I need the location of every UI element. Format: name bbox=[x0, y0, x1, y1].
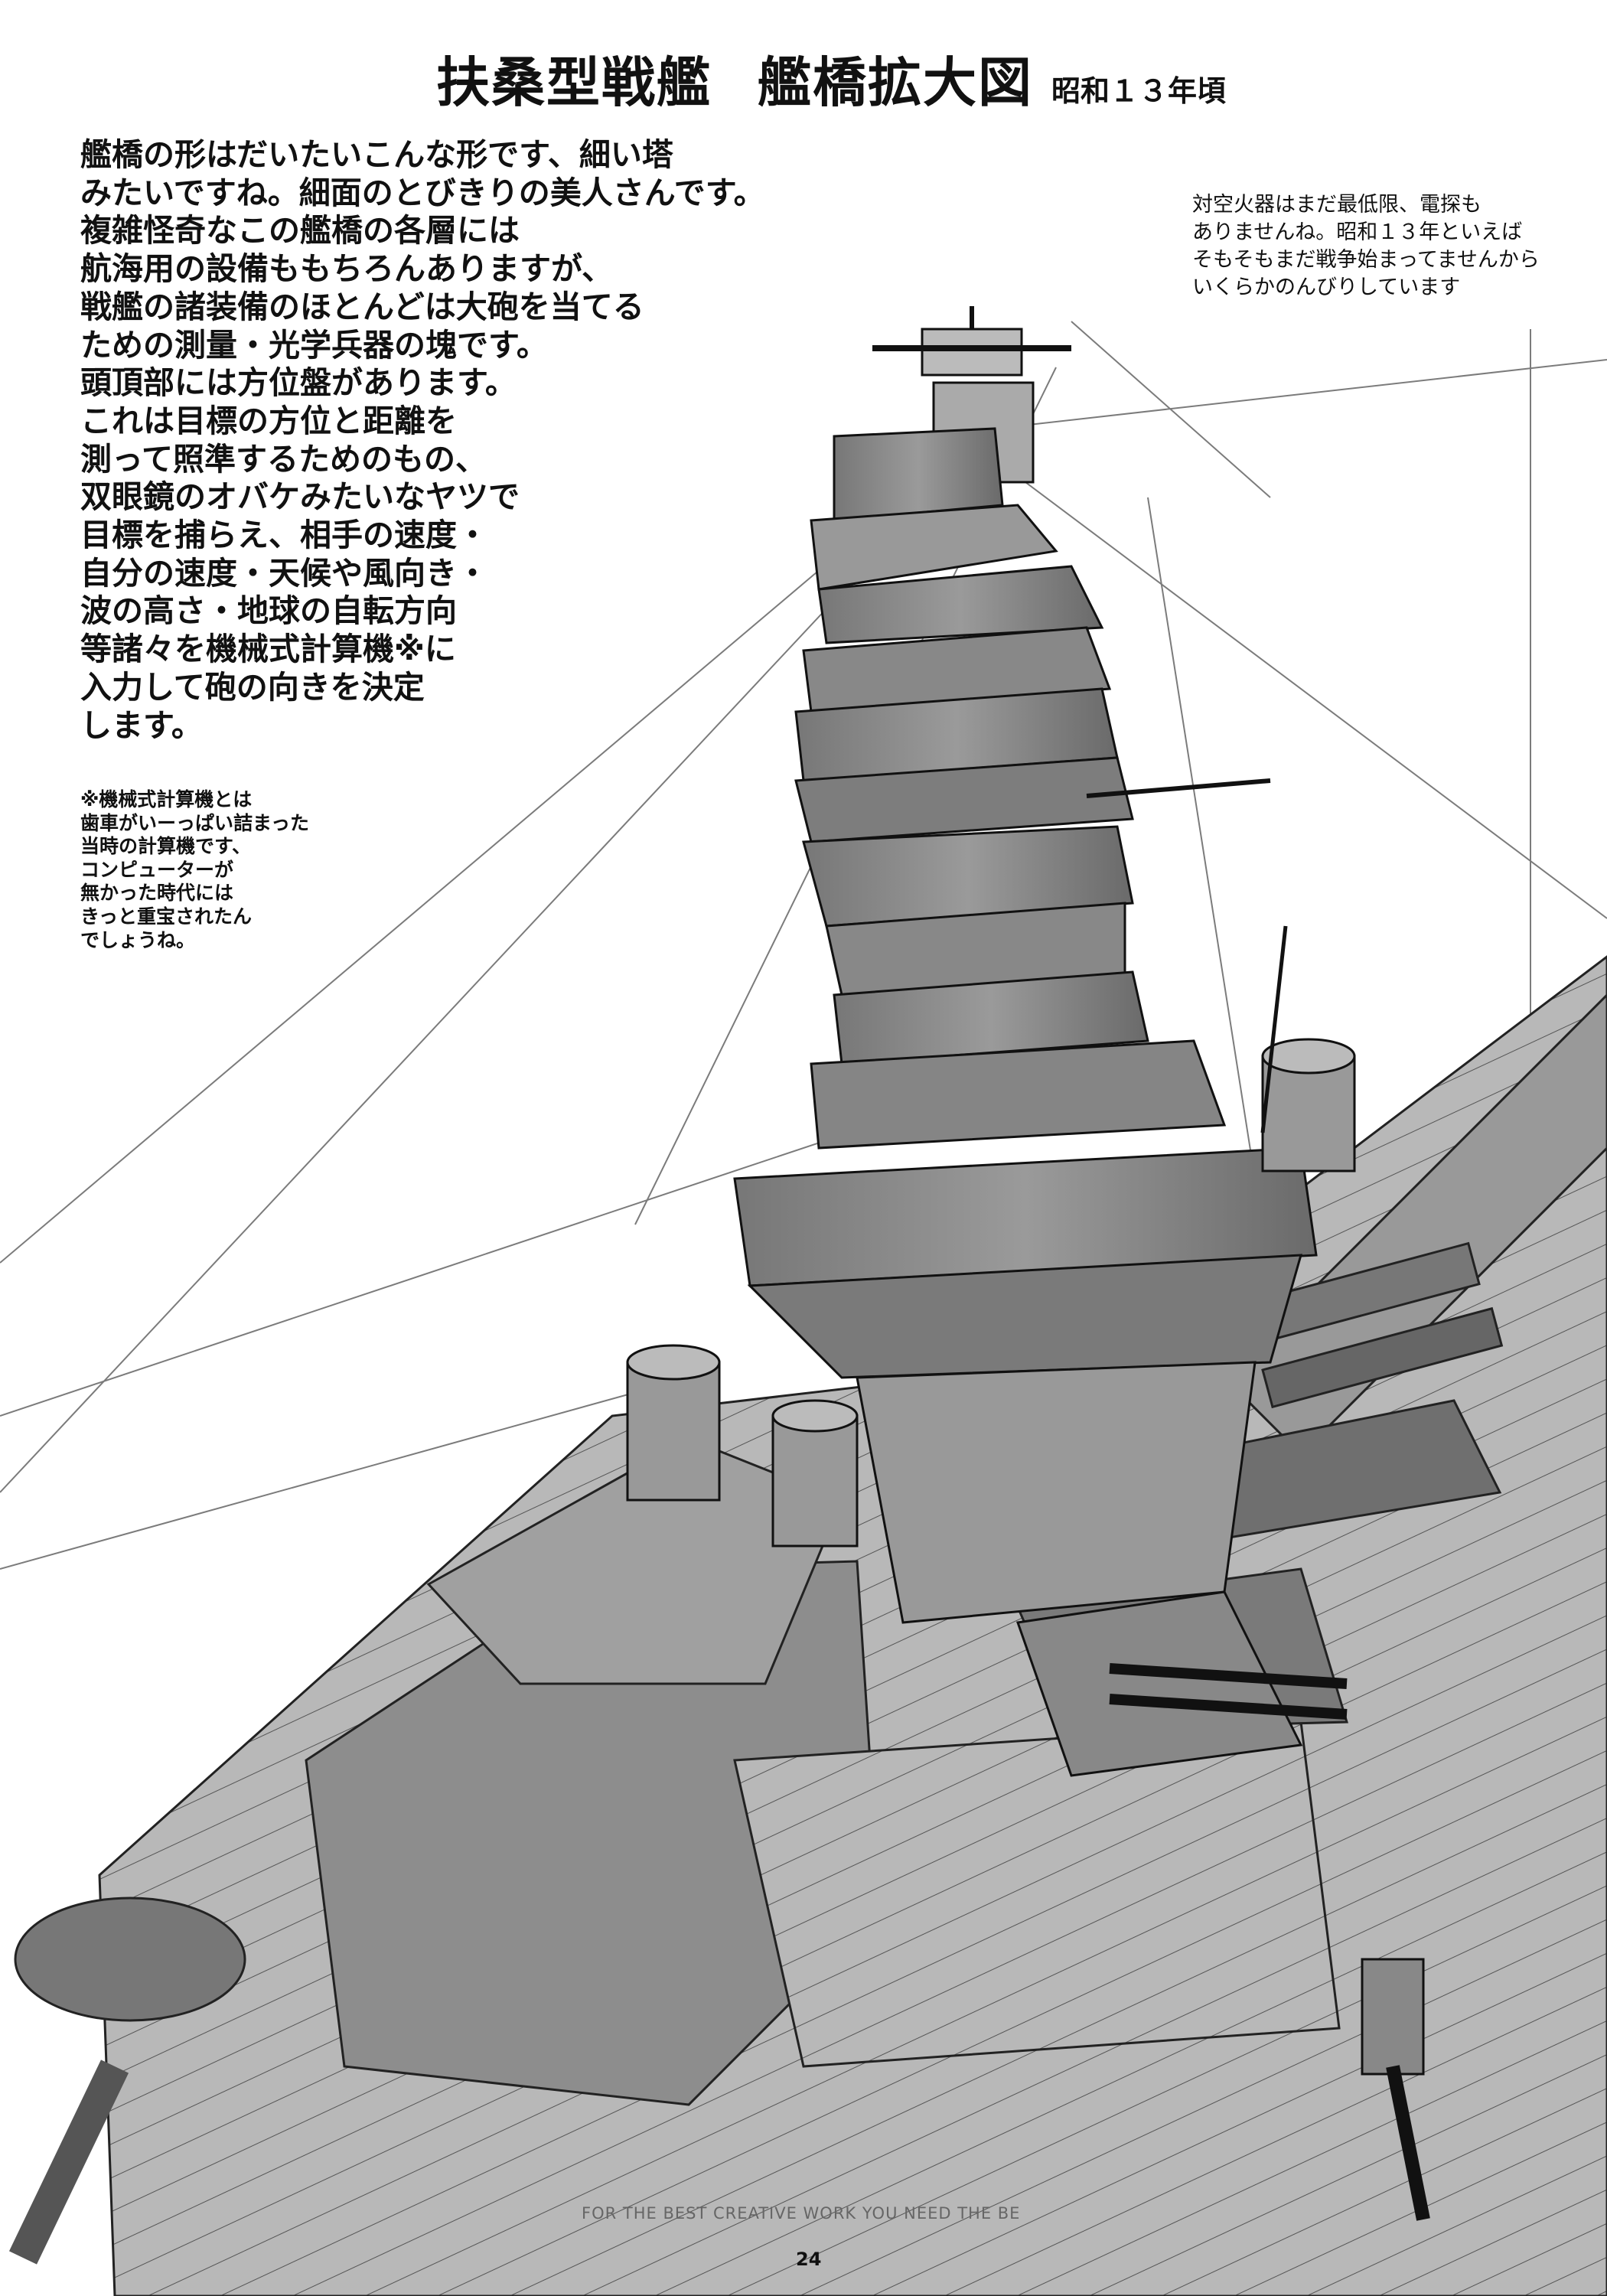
footnote-line: でしょうね。 bbox=[80, 928, 196, 951]
text-line: 等諸々を機械式計算機※に bbox=[80, 631, 456, 668]
note-line: いくらかのんびりしています bbox=[1192, 276, 1461, 299]
text-line: 入力して砲の向きを決定 bbox=[80, 668, 425, 706]
text-line: 航海用の設備ももちろんありますが、 bbox=[80, 250, 614, 288]
footnote-line: 当時の計算機です、 bbox=[80, 835, 252, 858]
text-line: します。 bbox=[80, 706, 203, 744]
text-line: 戦艦の諸装備のほとんどは大砲を当てる bbox=[80, 288, 644, 325]
footnote-text: ※機械式計算機とは 歯車がいーっぱい詰まった 当時の計算機です、 コンピューター… bbox=[80, 788, 309, 952]
bridge-tower bbox=[626, 306, 1356, 1624]
text-line: みたいですね。細面のとびきりの美人さんです。 bbox=[80, 174, 765, 211]
footer-strip-text: FOR THE BEST CREATIVE WORK YOU NEED THE … bbox=[582, 2204, 1021, 2223]
turret-guns bbox=[8, 1590, 1430, 2265]
text-line: 波の高さ・地球の自転方向 bbox=[80, 592, 457, 630]
anti-air-note: 対空火器はまだ最低限、電探も ありませんね。昭和１３年といえば そもそもまだ戦争… bbox=[1192, 191, 1540, 302]
text-line: 自分の速度・天候や風向き・ bbox=[80, 554, 488, 592]
text-line: 頭頂部には方位盤があります。 bbox=[80, 364, 517, 402]
perspective-guide-lines bbox=[0, 321, 1607, 2219]
note-line: ありませんね。昭和１３年といえば bbox=[1192, 220, 1523, 244]
text-line: ための測量・光学兵器の塊です。 bbox=[80, 326, 548, 364]
footnote-line: 歯車がいーっぱい詰まった bbox=[80, 811, 310, 834]
footnote-line: 無かった時代には bbox=[80, 882, 234, 905]
note-line: 対空火器はまだ最低限、電探も bbox=[1192, 193, 1482, 217]
page-number: 24 bbox=[796, 2249, 822, 2270]
note-line: そもそもまだ戦争始まってませんから bbox=[1192, 248, 1540, 272]
text-line: 双眼鏡のオバケみたいなヤツで bbox=[80, 478, 520, 516]
ship-deck bbox=[14, 955, 1607, 2296]
explanation-text: 艦橋の形はだいたいこんな形です、細い塔 みたいですね。細面のとびきりの美人さんで… bbox=[80, 136, 765, 745]
footnote-line: コンピューターが bbox=[80, 858, 234, 881]
title-bridge-enlarged: 艦橋拡大図 bbox=[758, 51, 1033, 114]
text-line: 複雑怪奇なこの艦橋の各層には bbox=[80, 212, 520, 249]
page-title: 扶桑型戦艦艦橋拡大図昭和１３年頃 bbox=[436, 40, 1226, 117]
text-line: 目標を捕らえ、相手の速度・ bbox=[80, 517, 488, 554]
footnote-line: ※機械式計算機とは bbox=[80, 788, 253, 810]
text-line: これは目標の方位と距離を bbox=[80, 402, 457, 439]
text-line: 測って照準するためのもの、 bbox=[80, 440, 487, 478]
title-era: 昭和１３年頃 bbox=[1051, 73, 1227, 108]
title-ship-class: 扶桑型戦艦 bbox=[436, 51, 712, 114]
text-line: 艦橋の形はだいたいこんな形です、細い塔 bbox=[80, 136, 673, 173]
footnote-line: きっと重宝されたん bbox=[80, 905, 253, 928]
